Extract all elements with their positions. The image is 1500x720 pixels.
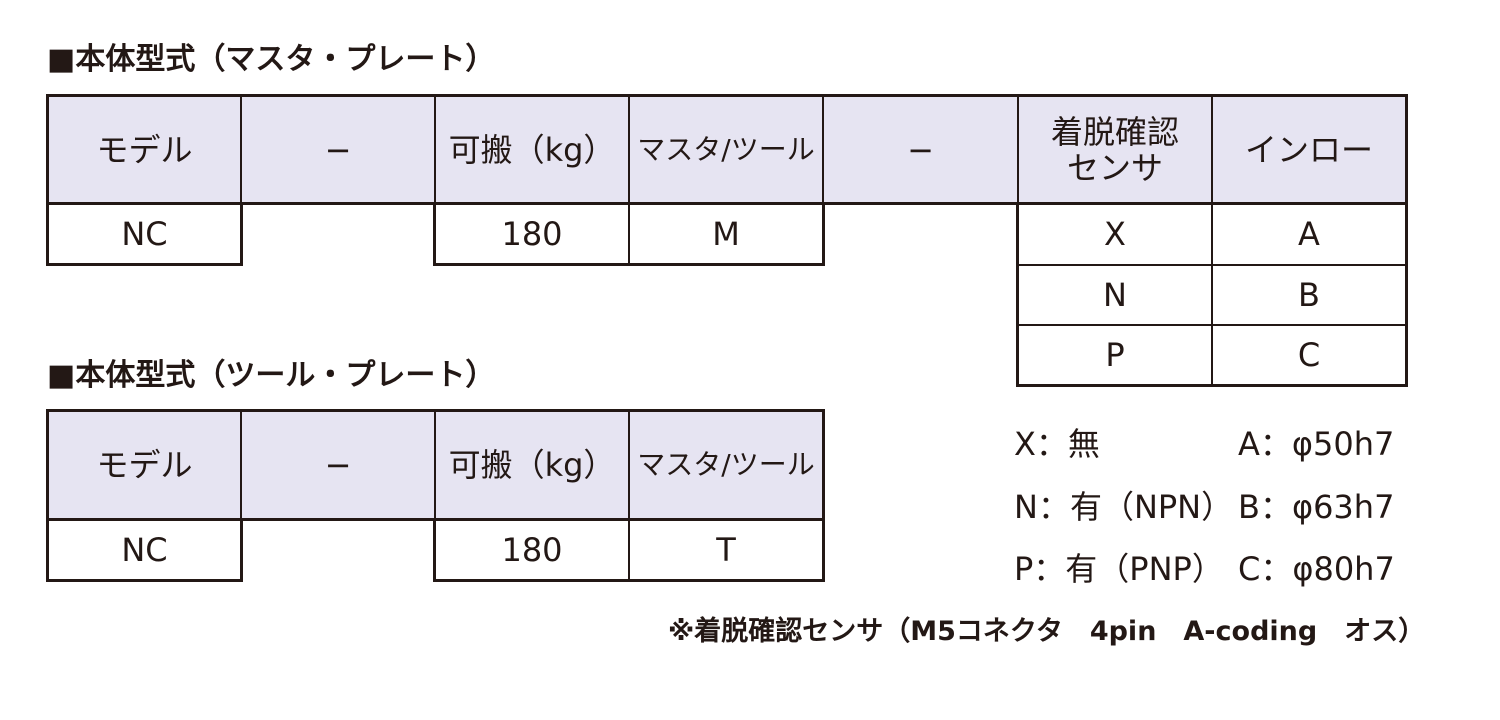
master-section-title: ■本体型式（マスタ・プレート） [47,42,496,77]
master-model-value: NC [121,215,168,253]
tool-model-value: NC [121,531,168,569]
legend-sensor-p: P：有（PNP） [1014,550,1224,588]
header-dash-1: − [241,96,435,203]
header-sensor-line2: センサ [1066,148,1163,187]
spigot-option-2: B [1298,276,1320,314]
legend-spigot-a: A：φ50h7 [1238,425,1395,463]
header-spigot: インロー [1212,96,1406,203]
legend-sensor-n: N：有（NPN） [1014,488,1234,526]
header-model: モデル [48,96,241,203]
sensor-option-1: X [1104,215,1126,253]
sensor-option-3: P [1105,336,1125,374]
header-payload: 可搬（kg） [435,96,629,203]
header-master-tool: マスタ/ツール [629,96,823,203]
master-type-value: M [712,215,740,253]
tool-type-value: T [716,531,736,569]
legend-spigot-c: C：φ80h7 [1238,550,1395,588]
tool-section-title: ■本体型式（ツール・プレート） [47,358,496,393]
tool-payload-value: 180 [501,531,563,569]
tool-header-payload: 可搬（kg） [435,411,629,518]
header-sensor-line1: 着脱確認 [1050,112,1179,151]
tool-header-model: モデル [48,411,241,518]
master-payload-value: 180 [501,215,563,253]
tool-header-master-tool: マスタ/ツール [629,411,823,518]
spigot-option-1: A [1298,215,1320,253]
tool-header-dash: − [241,411,435,518]
sensor-connector-note: ※着脱確認センサ（M5コネクタ 4pin A-coding オス） [668,616,1426,647]
legend-sensor-x: X：無 [1014,425,1100,463]
header-dash-2: − [823,96,1018,203]
spigot-option-3: C [1297,336,1321,374]
header-sensor: 着脱確認 センサ [1018,96,1212,203]
sensor-option-2: N [1103,276,1127,314]
legend-spigot-b: B：φ63h7 [1238,488,1395,526]
